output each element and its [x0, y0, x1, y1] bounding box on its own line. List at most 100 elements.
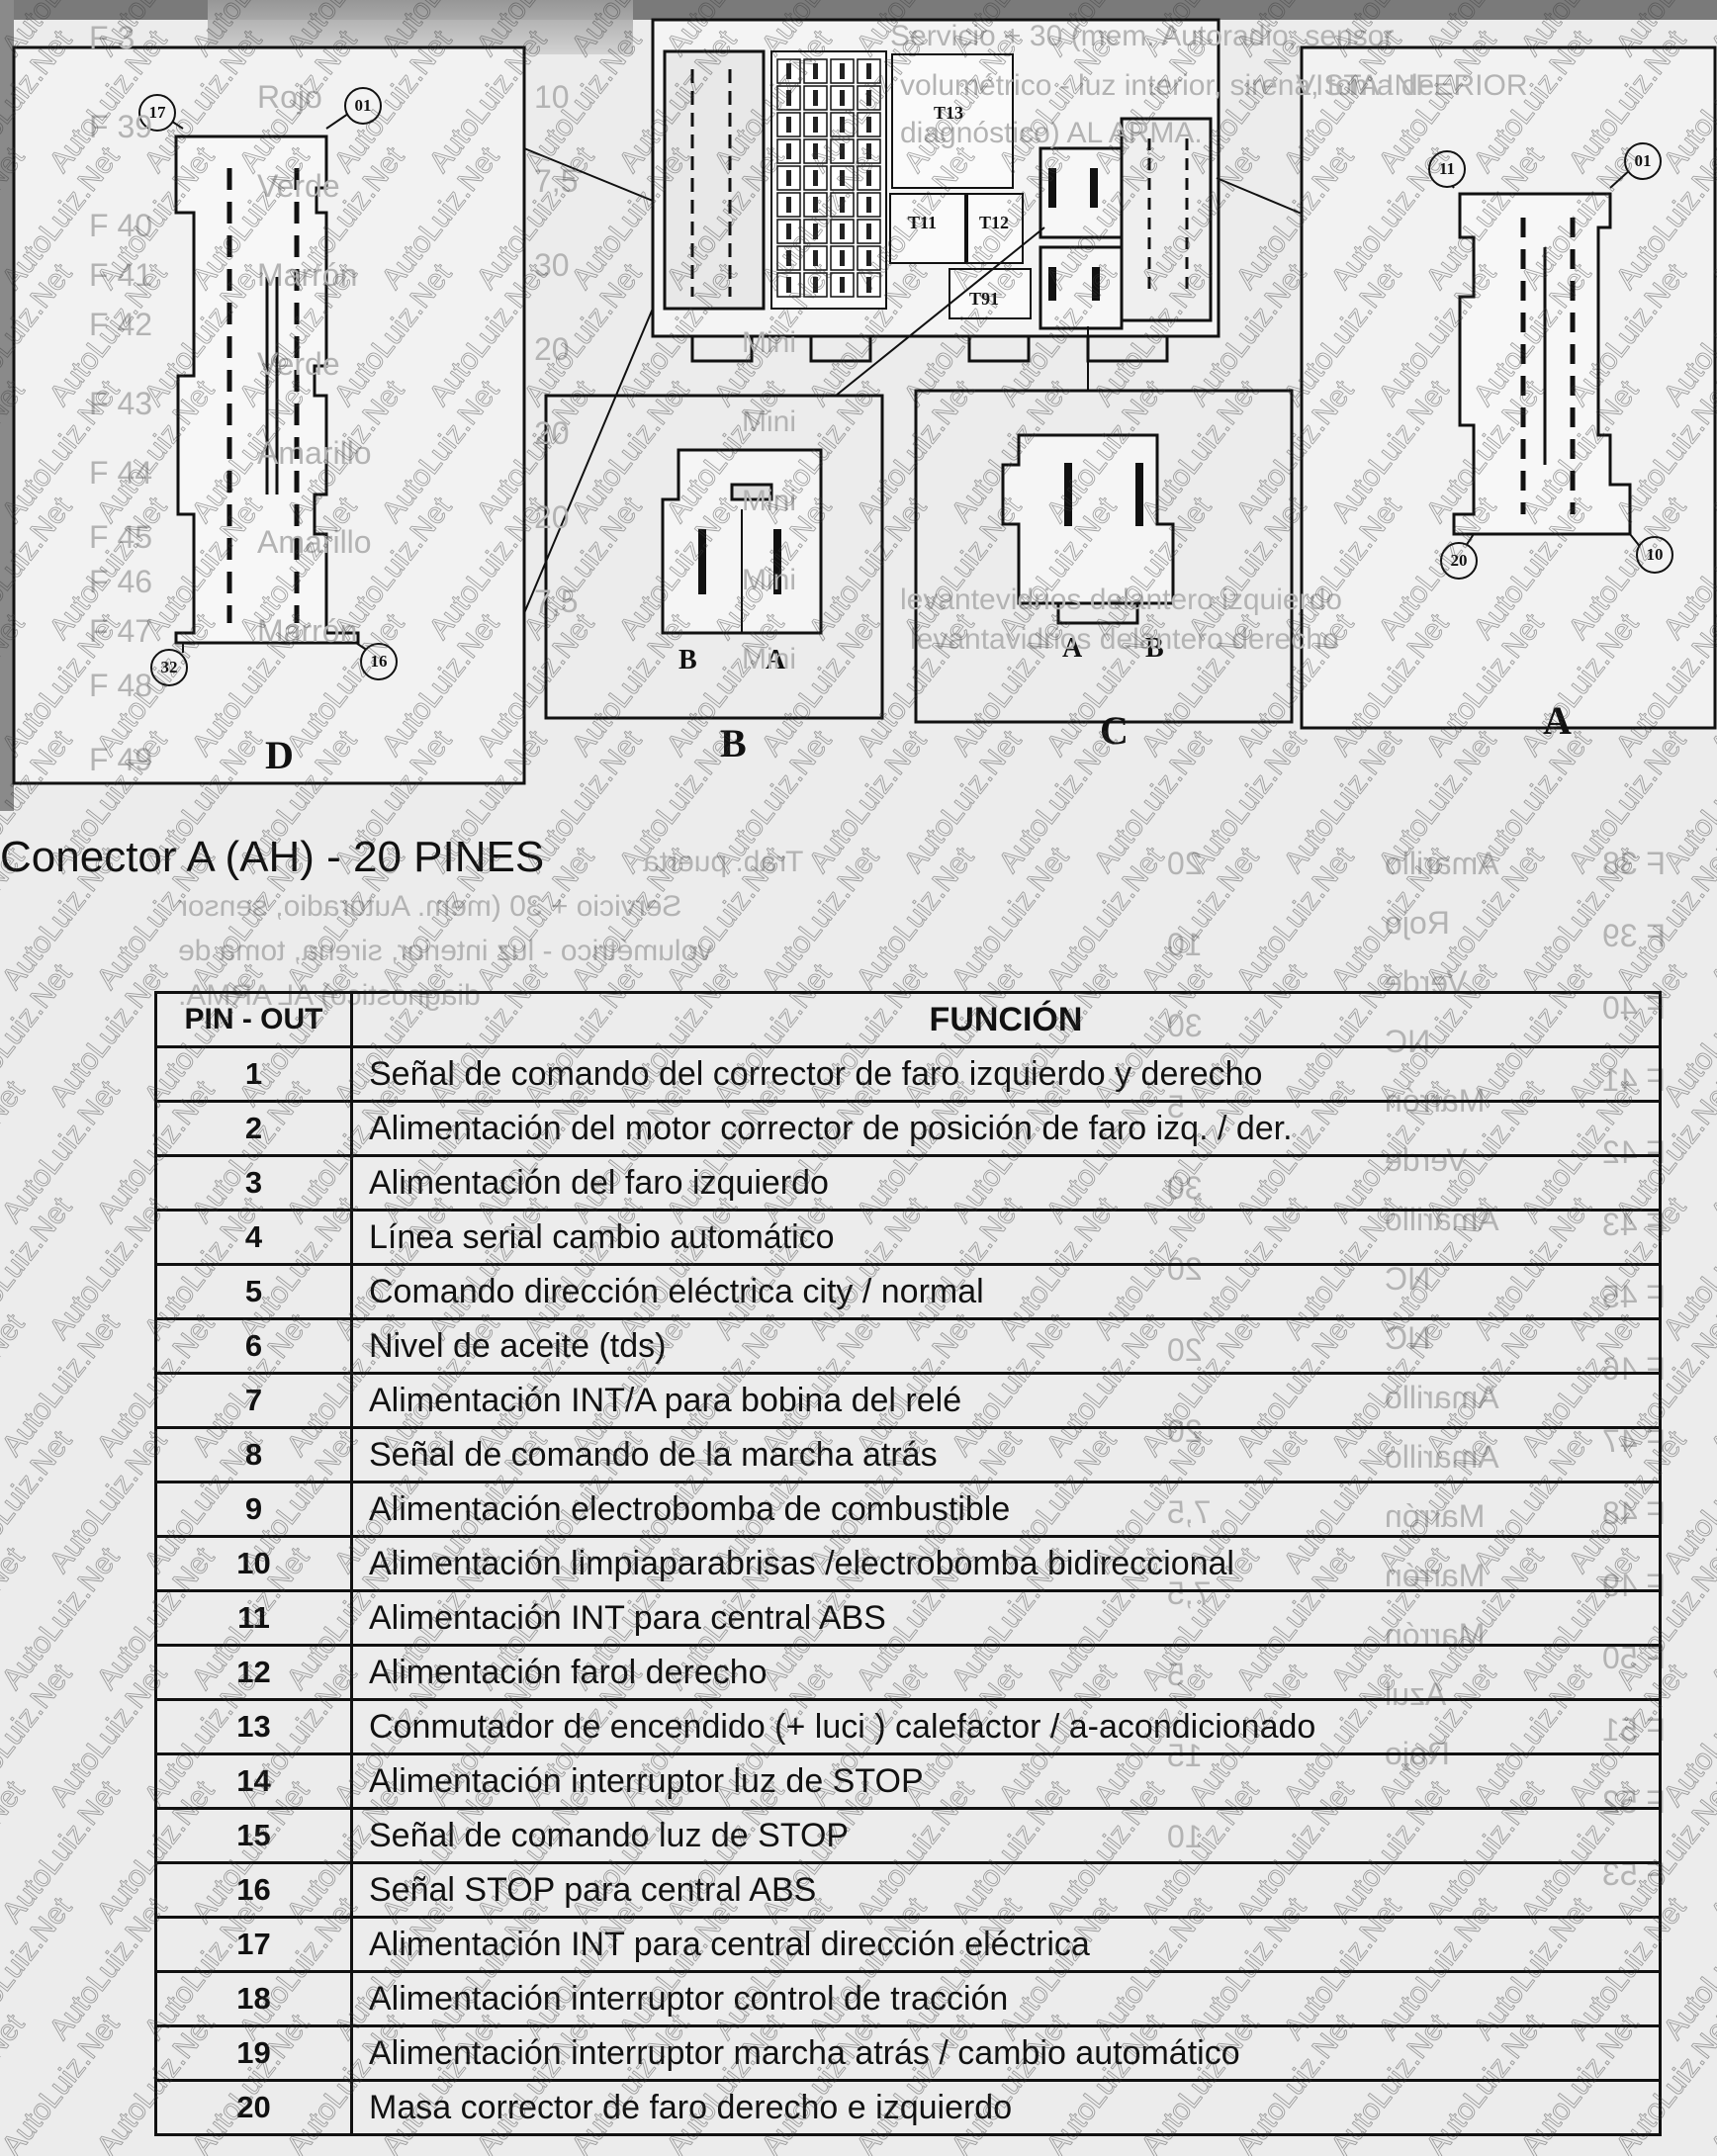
watermark-text: AutoLuiz.Net	[0, 2008, 32, 2156]
watermark-text: AutoLuiz.Net	[1658, 1424, 1717, 1578]
function-cell: Masa corrector de faro derecho e izquier…	[350, 2079, 1662, 2136]
fuse-slot-blade	[840, 170, 845, 186]
function-cell: Señal de comando del corrector de faro i…	[350, 1045, 1662, 1103]
function-cell: Alimentación electrobomba de combustible	[350, 1481, 1662, 1538]
fuse-slot-blade	[866, 90, 871, 106]
fuse-slot-blade	[840, 250, 845, 266]
relay-label-t11: T11	[908, 213, 938, 232]
bleed-through-text: Rojo	[1385, 905, 1450, 941]
fuse-slot-blade	[866, 197, 871, 213]
pin-marker-d-16: 16	[360, 643, 398, 680]
function-cell: Nivel de aceite (tds)	[350, 1317, 1662, 1375]
pin-number-cell: 10	[154, 1535, 353, 1592]
table-header-row: PIN - OUT FUNCIÓN	[154, 991, 1662, 1048]
pin-number-cell: 1	[154, 1045, 353, 1103]
pin-number-cell: 19	[154, 2024, 353, 2082]
fuse-slot-blade	[786, 224, 791, 239]
pin-marker-d-32: 32	[150, 649, 188, 686]
watermark-text: AutoLuiz.Net	[1705, 2008, 1717, 2156]
function-cell: Conmutador de encendido (+ luci ) calefa…	[350, 1698, 1662, 1755]
function-cell: Alimentación interruptor luz de STOP	[350, 1752, 1662, 1810]
pin-marker-d-17: 17	[138, 94, 176, 132]
fuse-slot-blade	[786, 197, 791, 213]
fuse-grid	[776, 58, 881, 298]
watermark-text: AutoLuiz.Net	[0, 1307, 127, 1462]
watermark-text: AutoLuiz.Net	[1705, 1307, 1717, 1462]
watermark-text: AutoLuiz.Net	[0, 1074, 32, 1228]
watermark-text: AutoLuiz.Net	[0, 1191, 79, 1345]
watermark-text: AutoLuiz.Net	[0, 1074, 127, 1228]
diagram-drawing	[0, 0, 1717, 811]
function-cell: Alimentación INT para central dirección …	[350, 1916, 1662, 1973]
watermark-text: AutoLuiz.Net	[1658, 1191, 1717, 1345]
panel-letter-b: B	[720, 721, 747, 765]
fuse-slot-blade	[840, 224, 845, 239]
watermark-text: AutoLuiz.Net	[0, 1658, 79, 1812]
relay-label-t13: T13	[934, 103, 964, 123]
function-cell: Alimentación interruptor control de trac…	[350, 1970, 1662, 2027]
column-header-pin: PIN - OUT	[154, 991, 353, 1048]
function-cell: Alimentación INT/A para bobina del relé	[350, 1372, 1662, 1429]
watermark-text: AutoLuiz.Net	[0, 1774, 32, 1929]
function-cell: Alimentación limpiaparabrisas /electrobo…	[350, 1535, 1662, 1592]
fuse-slot-blade	[786, 277, 791, 293]
fuse-slot-blade	[840, 197, 845, 213]
watermark-text: AutoLuiz.Net	[756, 841, 886, 995]
pin-marker-a-10: 10	[1636, 536, 1673, 574]
pin-number-cell: 3	[154, 1154, 353, 1212]
watermark-text: AutoLuiz.Net	[0, 1774, 127, 1929]
pin-number-cell: 12	[154, 1644, 353, 1701]
pin-number-cell: 13	[154, 1698, 353, 1755]
fuse-slot-blade	[786, 143, 791, 159]
function-cell: Alimentación farol derecho	[350, 1644, 1662, 1701]
bleed-through-text: Trab. puerta	[643, 846, 804, 878]
function-cell: Línea serial cambio automático	[350, 1209, 1662, 1266]
pin-number-cell: 4	[154, 1209, 353, 1266]
fuse-slot-blade	[840, 63, 845, 79]
watermark-text: AutoLuiz.Net	[1658, 1658, 1717, 1812]
connector-c-label-a: A	[1062, 633, 1083, 664]
bleed-through-text: 20	[1167, 846, 1203, 881]
watermark-text: AutoLuiz.Net	[661, 841, 791, 995]
bleed-through-text: F 38	[1602, 846, 1667, 881]
pin-marker-a-01: 01	[1624, 142, 1662, 180]
fuse-slot-blade	[840, 117, 845, 133]
function-cell: Alimentación del motor corrector de posi…	[350, 1100, 1662, 1157]
connector-b-label-a: A	[766, 645, 786, 675]
watermark-text: AutoLuiz.Net	[0, 957, 79, 1112]
fuse-slot-blade	[866, 63, 871, 79]
fuse-slot-blade	[813, 250, 818, 266]
watermark-text: AutoLuiz.Net	[0, 1541, 32, 1695]
bleed-through-text: 10	[1167, 927, 1203, 962]
watermark-text: AutoLuiz.Net	[1325, 841, 1456, 995]
watermark-text: AutoLuiz.Net	[1705, 1541, 1717, 1695]
fuse-slot-blade	[813, 224, 818, 239]
fuse-slot-blade	[813, 143, 818, 159]
fuse-slot-blade	[813, 117, 818, 133]
function-cell: Señal de comando de la marcha atrás	[350, 1426, 1662, 1483]
watermark-text: AutoLuiz.Net	[1230, 841, 1361, 995]
fuse-slot-blade	[813, 90, 818, 106]
pin-number-cell: 20	[154, 2079, 353, 2136]
fuse-slot-blade	[813, 197, 818, 213]
connector-c-outline	[1001, 433, 1175, 625]
fuse-slot-blade	[840, 143, 845, 159]
connector-a-outline	[1452, 192, 1632, 536]
fuse-slot-blade	[840, 90, 845, 106]
function-cell: Comando dirección eléctrica city / norma…	[350, 1263, 1662, 1320]
connector-b-label-b: B	[678, 645, 697, 675]
fuse-slot-blade	[813, 277, 818, 293]
pin-number-cell: 18	[154, 1970, 353, 2027]
watermark-text: AutoLuiz.Net	[946, 841, 1076, 995]
